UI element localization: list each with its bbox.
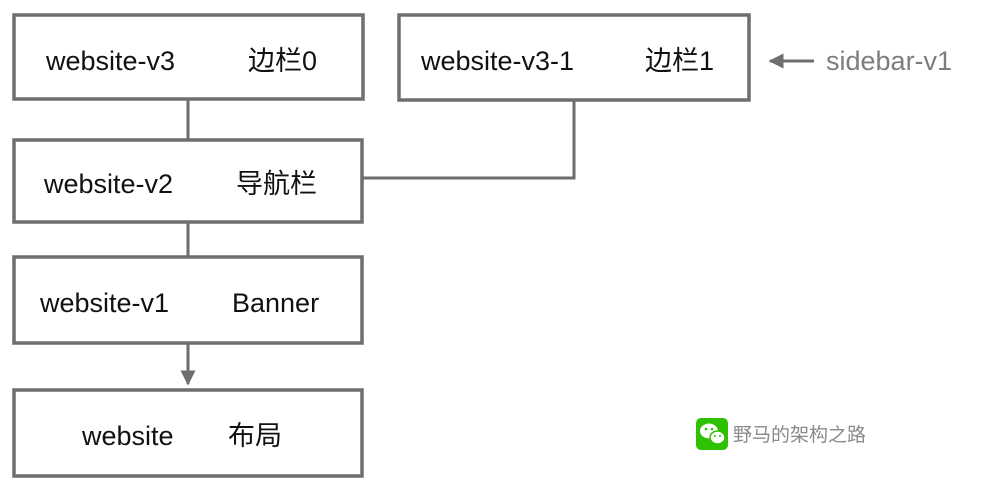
connector-v3-1-to-v2 xyxy=(362,100,576,180)
wechat-icon xyxy=(696,418,728,450)
node-website-v3-1-name: website-v3-1 xyxy=(420,46,574,76)
node-website-v2: website-v2 导航栏 xyxy=(12,138,364,224)
watermark-text: 野马的架构之路 xyxy=(733,424,866,446)
node-website-v1: website-v1 Banner xyxy=(12,255,364,345)
node-website-label: 布局 xyxy=(228,421,282,451)
node-website: website 布局 xyxy=(12,388,364,478)
node-website-v3-label: 边栏0 xyxy=(248,46,317,76)
node-website-v3-1: website-v3-1 边栏1 xyxy=(397,13,751,102)
node-website-v3: website-v3 边栏0 xyxy=(12,13,365,101)
watermark: 野马的架构之路 xyxy=(696,418,866,450)
node-website-v1-label: Banner xyxy=(232,288,319,318)
annotation-sidebar-v1: sidebar-v1 xyxy=(826,46,952,76)
node-website-v2-name: website-v2 xyxy=(43,169,173,199)
node-website-v3-1-label: 边栏1 xyxy=(645,46,714,76)
node-website-v1-name: website-v1 xyxy=(39,288,169,318)
node-website-v2-label: 导航栏 xyxy=(236,169,317,199)
node-website-name: website xyxy=(81,421,174,451)
node-website-v3-name: website-v3 xyxy=(45,46,175,76)
